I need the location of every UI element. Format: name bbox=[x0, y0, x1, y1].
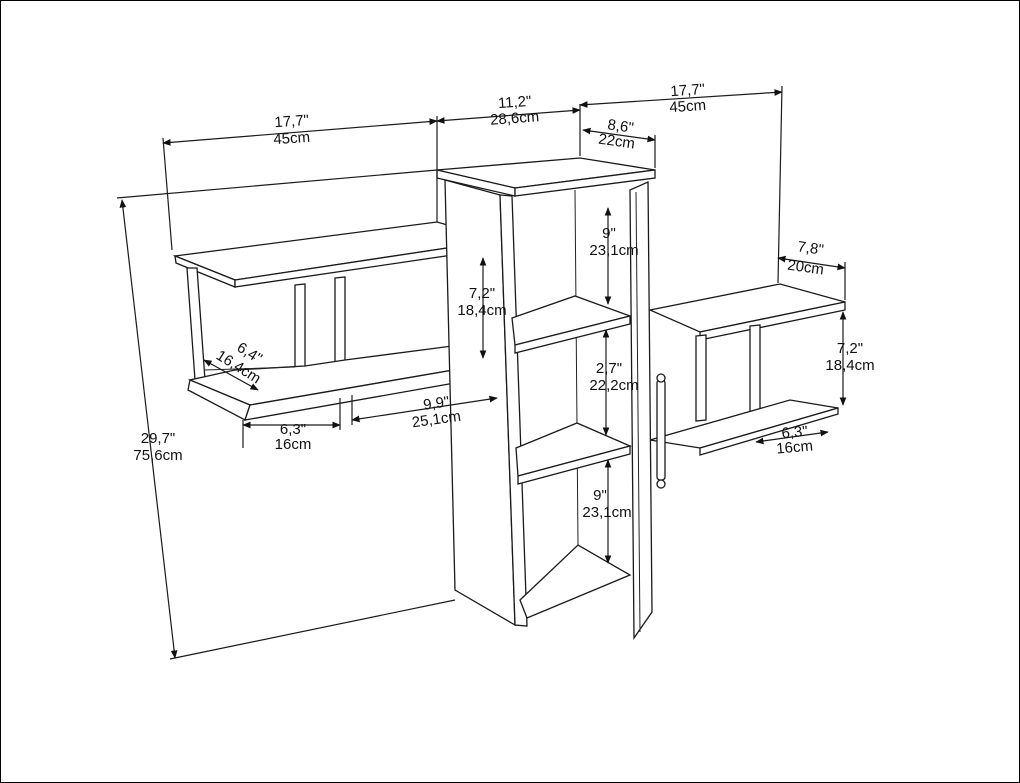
cabinet-door[interactable] bbox=[629, 181, 653, 641]
left-end-panel bbox=[186, 267, 206, 381]
left-shelf-height-cm: 18,4cm bbox=[457, 302, 506, 319]
right-width-in: 17,7" bbox=[670, 81, 706, 100]
cabinet-bottom-compartment-cm: 23,1cm bbox=[582, 504, 631, 521]
handle-knob-bottom bbox=[656, 479, 666, 489]
right-small-opening-cm: 16cm bbox=[776, 437, 814, 457]
dimension-labels: 17,7" 45cm 11,2" 28,6cm 17,7" 45cm 8,6" … bbox=[133, 81, 874, 521]
total-height-in: 29,7" bbox=[141, 430, 176, 447]
handle-knob-top bbox=[656, 373, 666, 383]
right-shelf-height-cm: 18,4cm bbox=[825, 357, 874, 374]
cabinet-depth-in: 8,6" bbox=[606, 116, 634, 136]
right-shelf-depth-in: 7,8" bbox=[796, 238, 824, 258]
left-shelf-unit bbox=[172, 221, 503, 421]
right-divider-2 bbox=[749, 324, 761, 422]
left-small-opening-cm: 16cm bbox=[275, 436, 312, 453]
door-handle[interactable] bbox=[656, 379, 666, 481]
left-wide-opening-in: 9,9" bbox=[422, 393, 450, 413]
cabinet-top-compartment-cm: 23,1cm bbox=[589, 242, 638, 259]
total-height-cm: 75,6cm bbox=[133, 447, 182, 464]
right-divider-1 bbox=[695, 334, 707, 422]
left-divider-1 bbox=[294, 283, 306, 368]
cabinet-bottom bbox=[519, 544, 632, 619]
cabinet-depth-cm: 22cm bbox=[597, 131, 636, 153]
right-shelf-unit bbox=[647, 283, 846, 456]
left-wide-opening-cm: 25,1cm bbox=[411, 408, 462, 432]
middle-width-in: 11,2" bbox=[497, 93, 532, 112]
cabinet-bottom-compartment-in: 9" bbox=[593, 487, 607, 504]
right-small-opening-in: 6,3" bbox=[781, 423, 809, 442]
right-shelf-depth-cm: 20cm bbox=[786, 257, 825, 279]
middle-width-cm: 28,6cm bbox=[490, 108, 540, 128]
left-width-cm: 45cm bbox=[273, 129, 311, 149]
cabinet-top-compartment-in: 9" bbox=[602, 225, 616, 242]
left-width-in: 17,7" bbox=[274, 112, 310, 131]
right-width-cm: 45cm bbox=[669, 97, 707, 117]
right-shelf-height-in: 7,2" bbox=[837, 340, 863, 357]
dimension-lines bbox=[116, 85, 847, 660]
cabinet-front-edge bbox=[499, 194, 528, 627]
cabinet-mid-compartment-in: 2,7" bbox=[596, 360, 622, 377]
left-small-opening-in: 6,3" bbox=[280, 421, 306, 438]
cabinet-mid-compartment-cm: 22,2cm bbox=[589, 377, 638, 394]
left-shelf-height-in: 7,2" bbox=[469, 285, 495, 302]
central-cabinet bbox=[436, 157, 666, 641]
